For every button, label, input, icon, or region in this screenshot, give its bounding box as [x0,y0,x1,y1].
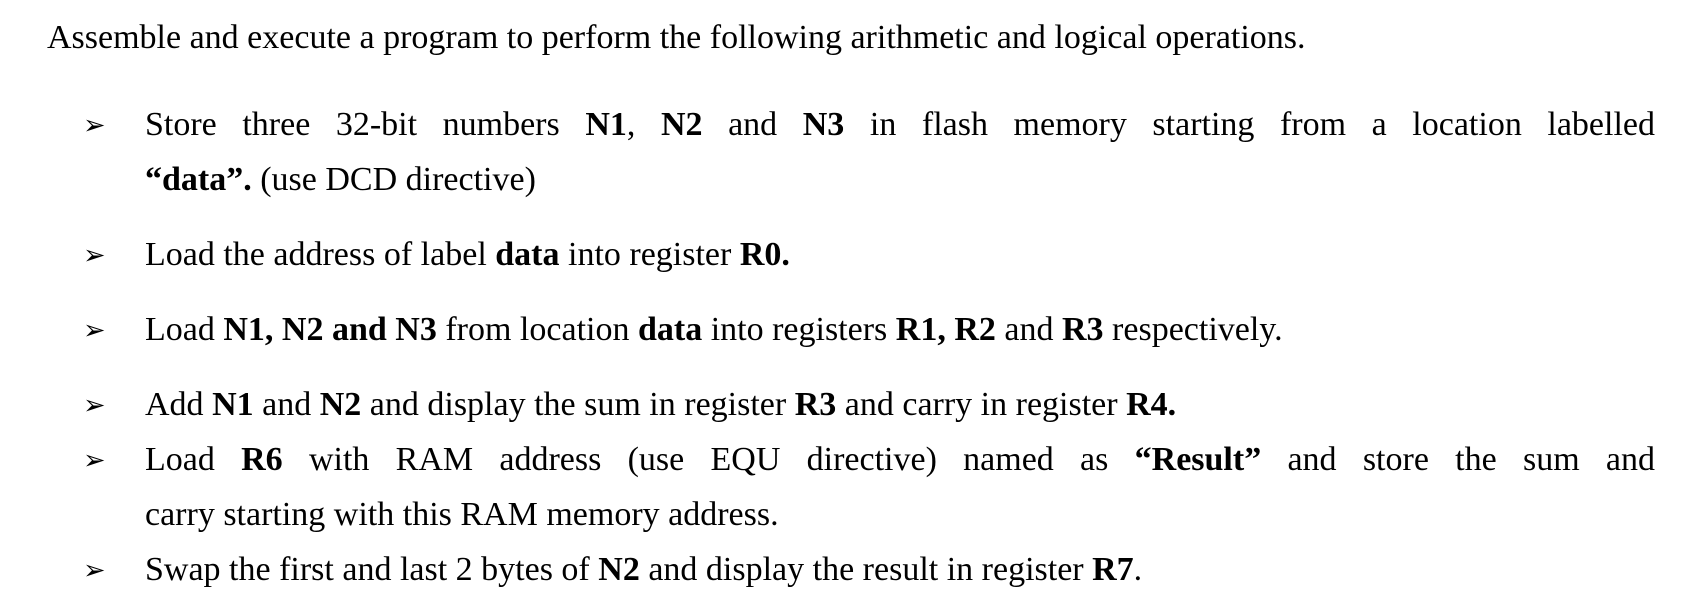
bullet-list: ➢ Store three 32-bit numbers N1, N2 and N… [47,97,1655,597]
text-run: and [995,311,1062,348]
intro-paragraph: Assemble and execute a program to perfor… [47,10,1655,65]
bullet-item: ➢ Add N1 and N2 and display the sum in re… [47,377,1655,432]
bullet-item: ➢ Load N1, N2 and N3 from location data i… [47,302,1655,357]
text-run: into registers [702,311,896,348]
text-run: Load [145,441,242,478]
text-run: data [495,236,560,273]
arrow-bullet-icon: ➢ [83,315,106,346]
text-line: Add N1 and N2 and display the sum in reg… [145,377,1655,432]
text-line: Assemble and execute a program to perfor… [47,10,1655,65]
text-run: “Result” [1134,441,1262,478]
text-run: Assemble and execute a program to perfor… [47,19,1306,56]
text-line: Swap the first and last 2 bytes of N2 an… [145,542,1655,597]
text-run: R4. [1126,386,1177,423]
text-run: . [1133,551,1143,588]
text-run: carry starting with this RAM memory addr… [145,496,779,533]
text-run: N1 [212,386,254,423]
text-line: “data”. (use DCD directive) [145,152,1655,207]
text-run: in flash memory starting from a location… [844,106,1656,143]
arrow-bullet-icon: ➢ [83,390,106,421]
text-run: Load the address of label [145,236,496,273]
arrow-bullet-icon: ➢ [83,445,106,476]
text-run: R3 [794,386,837,423]
text-run: into register [559,236,740,273]
text-run: R1, R2 [895,311,996,348]
text-line: Load N1, N2 and N3 from location data in… [145,302,1655,357]
bullet-item: ➢ Load R6 with RAM address (use EQU direc… [47,432,1655,542]
text-run: Add [145,386,213,423]
text-run: R0. [739,236,790,273]
text-line: Store three 32-bit numbers N1, N2 and N3… [145,97,1655,152]
text-run: (use DCD directive) [251,161,536,198]
text-run: N1 [585,106,627,143]
text-run: R6 [241,441,283,478]
text-line: carry starting with this RAM memory addr… [145,487,1655,542]
text-run: and display the sum in register [361,386,795,423]
text-run: Swap the first and last 2 bytes of [145,551,599,588]
text-line: Load R6 with RAM address (use EQU direct… [145,432,1655,487]
arrow-bullet-icon: ➢ [83,555,106,586]
text-run: data [637,311,703,348]
text-run: Store three 32-bit numbers [145,106,586,143]
text-run: “data”. [145,161,252,198]
text-run: and [253,386,320,423]
text-run: R3 [1061,311,1104,348]
bullet-item: ➢ Swap the first and last 2 bytes of N2 a… [47,542,1655,597]
text-run: , [626,106,661,143]
text-run: respectively. [1103,311,1283,348]
text-run: N1, N2 and N3 [223,311,437,348]
arrow-bullet-icon: ➢ [83,240,106,271]
text-run: N2 [660,106,703,143]
text-run: from location [436,311,638,348]
bullet-item: ➢ Store three 32-bit numbers N1, N2 and N… [47,97,1655,207]
text-run: and display the result in register [639,551,1093,588]
bullet-item: ➢ Load the address of label data into reg… [47,227,1655,282]
text-run: with RAM address (use EQU directive) nam… [282,441,1135,478]
text-run: and carry in register [836,386,1127,423]
text-run: N2 [319,386,362,423]
text-run: and store the sum and [1261,441,1655,478]
arrow-bullet-icon: ➢ [83,110,106,141]
text-run: R7 [1092,551,1134,588]
text-line: Load the address of label data into regi… [145,227,1655,282]
text-run: Load [145,311,224,348]
text-run: N3 [802,106,845,143]
text-run: N2 [598,551,640,588]
text-run: and [702,106,803,143]
